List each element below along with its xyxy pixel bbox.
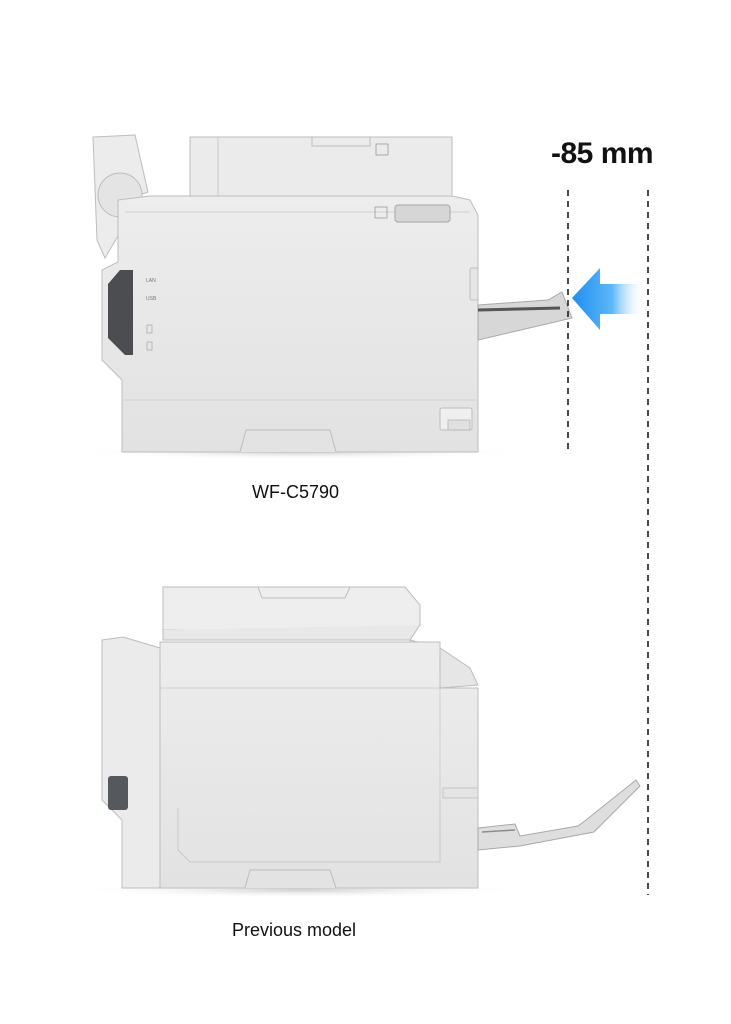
usb-port-label: USB [146,296,157,302]
new-printer: LAN USB [70,134,573,460]
new-model-caption: WF-C5790 [252,482,340,502]
previous-printer [70,586,641,898]
lan-port-label: LAN [146,278,156,284]
previous-model-caption: Previous model [232,920,357,940]
measurement-label: -85 mm [551,137,654,170]
arrow-left-icon [572,268,645,330]
